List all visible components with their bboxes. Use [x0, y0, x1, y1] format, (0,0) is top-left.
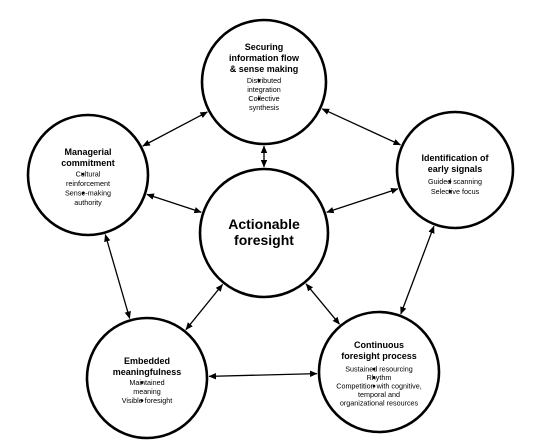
bullet-dot-icon [257, 79, 261, 82]
continuous-bullet-text: Sustained resourcing [345, 365, 413, 374]
securing-title-line: & sense making [230, 64, 299, 74]
continuous-bullet-text: organizational resources [340, 399, 419, 408]
embedded-title-line: meaningfulness [113, 367, 182, 377]
identification-node-circle [395, 110, 515, 230]
continuous-bullet-text: Competition with cognitive, [336, 382, 422, 391]
bullet-dot-icon [257, 97, 261, 100]
securing-bullet-text: synthesis [249, 103, 279, 112]
securing-node-circle [200, 18, 328, 146]
connector-arrow-center-identification [326, 187, 399, 214]
embedded-bullet-text: meaning [133, 387, 161, 396]
center-node-title-line: foresight [234, 232, 294, 248]
continuous-bullet-text: Rhythm [367, 373, 392, 382]
managerial-bullet-text: Sense-making [65, 189, 111, 198]
connector-arrow-securing-identification [321, 108, 401, 146]
securing-bullet-text: Distributed [247, 76, 281, 85]
connector-arrow-managerial-securing [142, 111, 208, 147]
continuous-bullet-text: temporal and [358, 390, 400, 399]
securing-bullet-text: Collective [248, 94, 279, 103]
bullet-dot-icon [448, 190, 452, 193]
managerial-title-line: commitment [61, 158, 115, 168]
continuous-title-line: foresight process [341, 351, 417, 361]
embedded-node-circle [85, 316, 209, 440]
managerial-title-line: Managerial [64, 147, 111, 157]
identification-title-line: Identification of [422, 153, 490, 163]
connector-arrow-center-managerial [146, 193, 202, 214]
connector-arrow-continuous-embedded [208, 370, 318, 380]
identification-title-line: early signals [428, 164, 483, 174]
continuous-node-circle [317, 310, 441, 434]
managerial-bullet-text: Cultural [76, 170, 101, 179]
continuous-title-line: Continuous [354, 340, 404, 350]
connector-arrow-embedded-managerial [104, 234, 131, 319]
securing-title-line: Securing [245, 42, 284, 52]
embedded-bullet-text: Maintained [129, 378, 164, 387]
node-managerial: ManagerialcommitmentCulturalreinforcemen… [26, 113, 150, 237]
securing-bullet-text: integration [247, 85, 281, 94]
bullet-dot-icon [81, 191, 85, 195]
managerial-bullet-text: reinforcement [66, 179, 110, 188]
managerial-node-circle [26, 113, 150, 237]
identification-bullet-text: Guided scanning [428, 177, 482, 186]
center-node-title-line: Actionable [228, 216, 300, 232]
embedded-title-line: Embedded [124, 356, 170, 366]
managerial-bullet-text: authority [74, 198, 102, 207]
bullet-dot-icon [372, 376, 376, 379]
bullet-dot-icon [448, 180, 452, 183]
connector-arrow-center-embedded [185, 283, 224, 331]
bullet-dot-icon [372, 367, 376, 371]
bullet-dot-icon [81, 172, 85, 176]
connector-arrow-identification-continuous [400, 225, 435, 315]
connector-arrow-center-continuous [305, 283, 341, 325]
securing-title-line: information flow [229, 53, 300, 63]
embedded-bullet-text: Visible foresight [122, 396, 173, 405]
bullet-dot-icon [140, 399, 144, 402]
node-embedded: EmbeddedmeaningfulnessMaintainedmeaningV… [85, 316, 209, 440]
center-node-circle [198, 167, 330, 299]
identification-bullet-text: Selective focus [431, 187, 480, 196]
bullet-dot-icon [140, 381, 144, 384]
connections-layer [104, 108, 435, 380]
bullet-dot-icon [372, 384, 376, 388]
